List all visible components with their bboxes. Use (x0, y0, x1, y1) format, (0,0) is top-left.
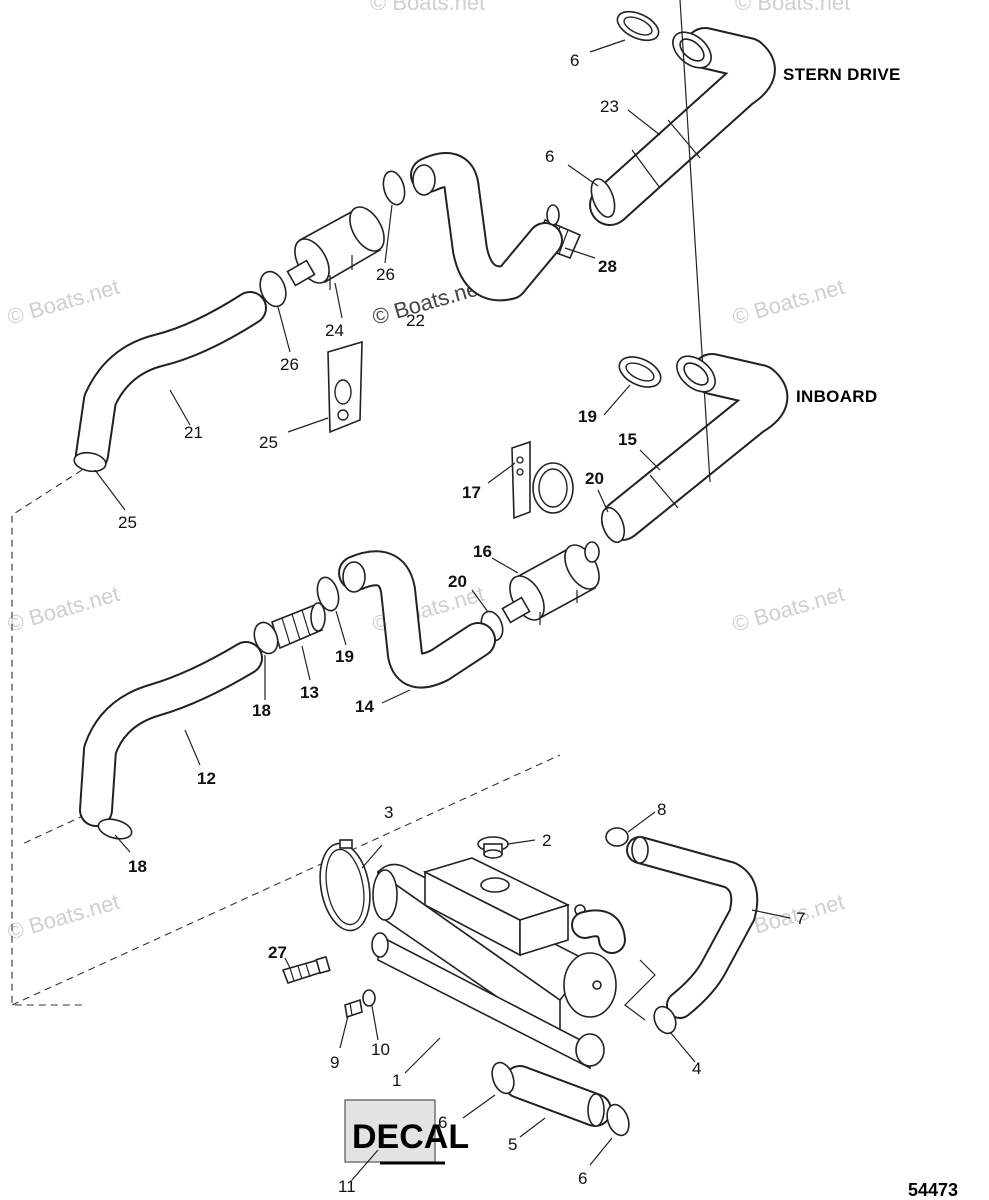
callout-22: 22 (406, 311, 425, 330)
callout-4: 4 (692, 1059, 701, 1078)
callout-2: 2 (542, 831, 551, 850)
fitting-27 (281, 955, 331, 984)
watermark: © Boats.net (4, 889, 122, 945)
callout-10: 10 (371, 1040, 390, 1059)
callout-20: 20 (585, 469, 604, 488)
muffler-24 (286, 206, 385, 290)
clamp-26-left (259, 270, 287, 308)
clamp-19-top (618, 356, 662, 388)
callout-27: 27 (268, 943, 287, 962)
callout-21: 21 (184, 423, 203, 442)
callout-16: 16 (473, 542, 492, 561)
callout-6: 6 (438, 1113, 447, 1132)
header-stern-drive: STERN DRIVE (783, 65, 901, 84)
callout-26: 26 (376, 265, 395, 284)
clamp-25 (73, 451, 107, 473)
decal-text: DECAL (352, 1118, 469, 1156)
hose-12 (79, 641, 263, 827)
bracket-17 (511, 440, 574, 520)
callout-7: 7 (796, 909, 805, 928)
bellows-13 (271, 602, 326, 650)
callout-1: 1 (392, 1071, 401, 1090)
stern-drive-assembly (73, 10, 776, 473)
callout-6: 6 (545, 147, 554, 166)
callout-24: 24 (325, 321, 344, 340)
callout-20: 20 (448, 572, 467, 591)
decal-11: DECAL (344, 1099, 469, 1165)
leader-lines (94, 39, 791, 1181)
washer-10 (362, 989, 376, 1007)
clamp-3 (319, 839, 371, 932)
callout-25: 25 (118, 513, 137, 532)
hose-7 (626, 836, 759, 1019)
hose-22 (410, 152, 563, 302)
drain-plug (592, 980, 602, 990)
callout-19: 19 (578, 407, 597, 426)
callout-13: 13 (300, 683, 319, 702)
callout-labels: 6 23 6 28 26 24 22 26 21 25 25 19 15 17 … (118, 51, 805, 1196)
reservoir (422, 857, 586, 957)
header-inboard: INBOARD (796, 387, 877, 406)
clamp-19-left (316, 576, 340, 612)
bracket-25 (327, 340, 363, 434)
clamp-8 (605, 827, 629, 847)
callout-9: 9 (330, 1053, 339, 1072)
watermark: © Boats.net (4, 581, 122, 637)
callout-18: 18 (252, 701, 271, 720)
hose-14 (338, 550, 496, 689)
clamp-6-lower-left (491, 1061, 515, 1095)
callout-8: 8 (657, 800, 666, 819)
watermark: © Boats.net (370, 0, 485, 15)
callout-15: 15 (618, 430, 637, 449)
callout-6: 6 (578, 1169, 587, 1188)
callout-25: 25 (259, 433, 278, 452)
watermarks: © Boats.net © Boats.net © Boats.net © Bo… (4, 0, 850, 945)
screw-9 (344, 998, 363, 1019)
clamp-6-lower-right (606, 1103, 630, 1137)
watermark: © Boats.net (4, 274, 122, 330)
clamp-18-left (253, 621, 279, 655)
callout-23: 23 (600, 97, 619, 116)
watermark: © Boats.net (729, 581, 847, 637)
outlet-elbow (571, 909, 626, 954)
clamp-18-bottom (97, 818, 133, 840)
callout-28: 28 (598, 257, 617, 276)
hose-23 (589, 27, 776, 226)
callout-17: 17 (462, 483, 481, 502)
callout-11: 11 (338, 1177, 356, 1196)
hose-15 (601, 0, 789, 541)
watermark: © Boats.net (735, 0, 850, 15)
callout-18: 18 (128, 857, 147, 876)
callout-26: 26 (280, 355, 299, 374)
callout-3: 3 (384, 803, 393, 822)
callout-19: 19 (335, 647, 354, 666)
clamp-6-mid (590, 178, 616, 218)
callout-5: 5 (508, 1135, 517, 1154)
heat-exchanger-assembly: DECAL (281, 827, 759, 1165)
clamp-6-top (616, 10, 660, 42)
assembly-lines (11, 469, 561, 1006)
callout-12: 12 (197, 769, 216, 788)
muffler-16 (501, 541, 600, 625)
figure-number: 54473 (908, 1180, 958, 1200)
callout-6: 6 (570, 51, 579, 70)
watermark: © Boats.net (729, 274, 847, 330)
callout-14: 14 (355, 697, 374, 716)
hose-5 (503, 1065, 612, 1127)
pressure-cap-2 (477, 836, 509, 859)
inboard-assembly (79, 0, 789, 840)
hose-21 (75, 291, 267, 472)
clamp-26-right (382, 170, 406, 206)
